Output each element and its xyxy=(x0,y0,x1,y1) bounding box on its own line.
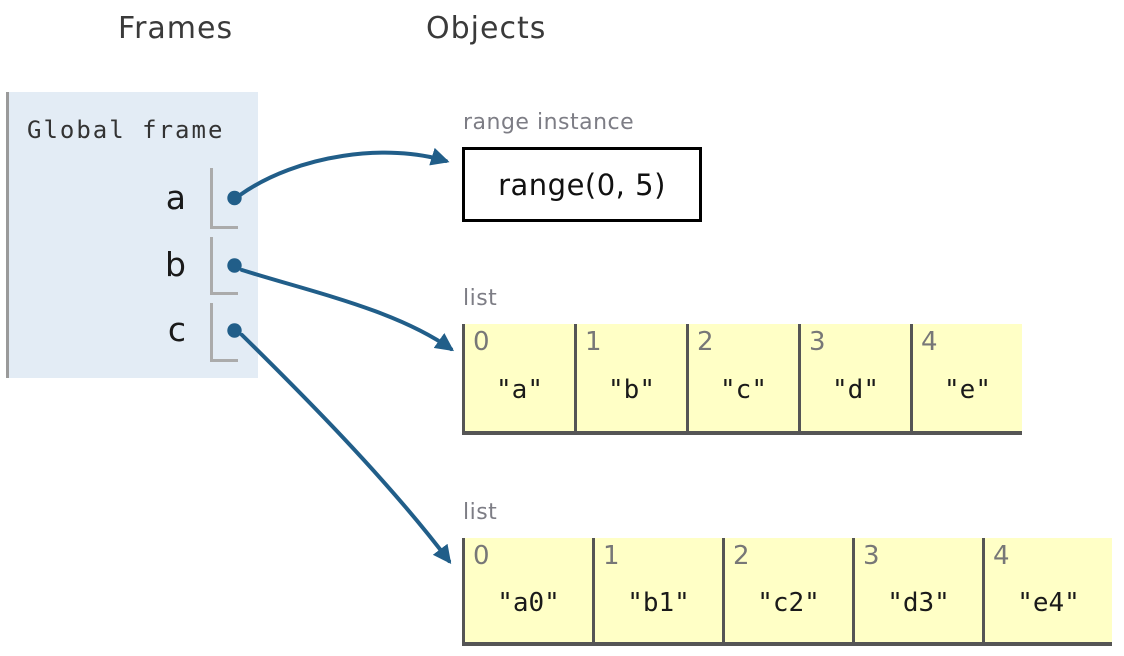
list-cell: 0 "a" xyxy=(462,324,574,431)
cell-index: 4 xyxy=(993,541,1010,571)
cell-value: "c2" xyxy=(757,587,820,618)
list1-type-label: list xyxy=(463,286,498,311)
global-frame-title: Global frame xyxy=(27,116,225,144)
list-cell: 2 "c2" xyxy=(722,538,852,642)
cell-index: 1 xyxy=(585,327,602,357)
variable-name-c: c xyxy=(167,310,186,349)
list-cell: 3 "d3" xyxy=(852,538,982,642)
list-cell: 2 "c" xyxy=(686,324,798,431)
pointer-arrow-c-to-list xyxy=(240,333,452,564)
cell-index: 1 xyxy=(603,541,620,571)
cell-value: "b1" xyxy=(627,587,690,618)
cell-index: 2 xyxy=(733,541,750,571)
pointer-arrow-b-to-list xyxy=(240,268,455,352)
variable-name-b: b xyxy=(165,245,186,284)
list-object-c: 0 "a0" 1 "b1" 2 "c2" 3 "d3" 4 "e4" xyxy=(462,538,1112,646)
cell-index: 0 xyxy=(473,327,490,357)
cell-index: 3 xyxy=(863,541,880,571)
list-object-b: 0 "a" 1 "b" 2 "c" 3 "d" 4 "e" xyxy=(462,324,1022,435)
list2-type-label: list xyxy=(463,500,498,525)
cell-value: "e4" xyxy=(1017,587,1080,618)
global-frame-box: Global frame xyxy=(6,92,258,378)
cell-value: "a" xyxy=(496,375,543,405)
cell-index: 3 xyxy=(809,327,826,357)
cell-value: "e" xyxy=(944,375,991,405)
list-cell: 1 "b1" xyxy=(592,538,722,642)
cell-index: 0 xyxy=(473,541,490,571)
cell-value: "d3" xyxy=(887,587,950,618)
range-instance-type-label: range instance xyxy=(463,110,635,135)
list-cell: 0 "a0" xyxy=(462,538,592,642)
range-instance-value: range(0, 5) xyxy=(498,167,666,202)
range-instance-box: range(0, 5) xyxy=(462,147,702,222)
list-cell: 3 "d" xyxy=(798,324,910,431)
cell-value: "b" xyxy=(608,375,655,405)
frames-column-heading: Frames xyxy=(118,11,234,46)
objects-column-heading: Objects xyxy=(426,11,547,46)
list-cell: 1 "b" xyxy=(574,324,686,431)
list-cell: 4 "e4" xyxy=(982,538,1112,642)
cell-value: "d" xyxy=(832,375,879,405)
pointer-arrow-a-to-range xyxy=(238,147,450,197)
cell-value: "c" xyxy=(720,375,767,405)
cell-index: 2 xyxy=(697,327,714,357)
cell-index: 4 xyxy=(921,327,938,357)
list-cell: 4 "e" xyxy=(910,324,1022,431)
cell-value: "a0" xyxy=(497,587,560,618)
variable-name-a: a xyxy=(165,178,186,217)
